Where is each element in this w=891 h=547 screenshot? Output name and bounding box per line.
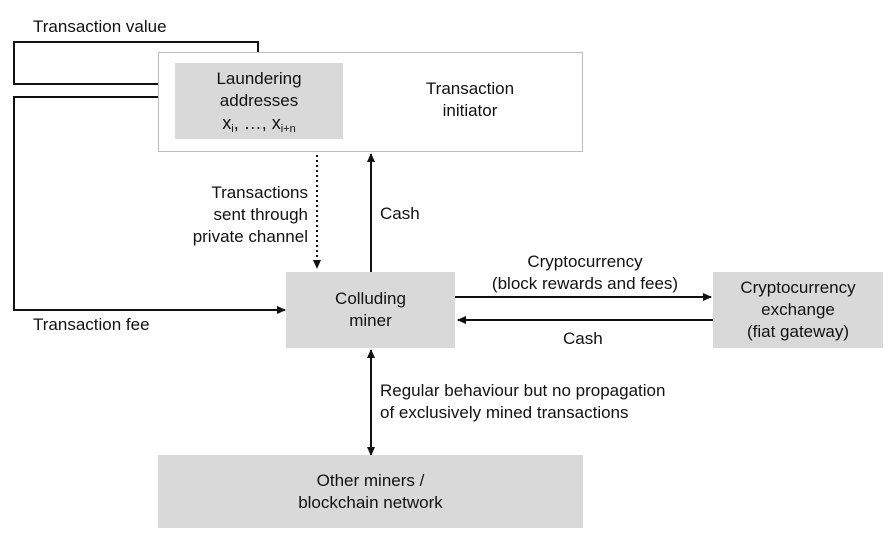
transaction-value-label: Transaction value (33, 17, 167, 36)
private-channel-label: Transactions sent through private channe… (192, 183, 308, 246)
transaction-fee-arrow (13, 96, 286, 314)
transaction-value-arrow (13, 41, 262, 85)
transaction-initiator-label: Transaction initiator (425, 79, 515, 120)
colluding-miner-box: Colluding miner (286, 272, 455, 348)
regular-behaviour-label: Regular behaviour but no propagation of … (380, 381, 666, 422)
cryptocurrency-label: Cryptocurrency (block rewards and fees) (491, 252, 679, 293)
laundering-addresses-box: Laundering addresses xi, …, xi+n (175, 63, 343, 139)
cash-up-label: Cash (380, 204, 420, 223)
other-miners-box: Other miners / blockchain network (158, 455, 583, 528)
cryptocurrency-exchange-box: Cryptocurrency exchange (fiat gateway) (713, 272, 883, 348)
laundering-line2: addresses (219, 91, 299, 110)
laundering-line1: Laundering (216, 69, 302, 88)
transaction-fee-label: Transaction fee (33, 315, 150, 334)
cash-back-label: Cash (563, 329, 603, 348)
laundering-address-range: xi, …, xi+n (222, 113, 296, 135)
